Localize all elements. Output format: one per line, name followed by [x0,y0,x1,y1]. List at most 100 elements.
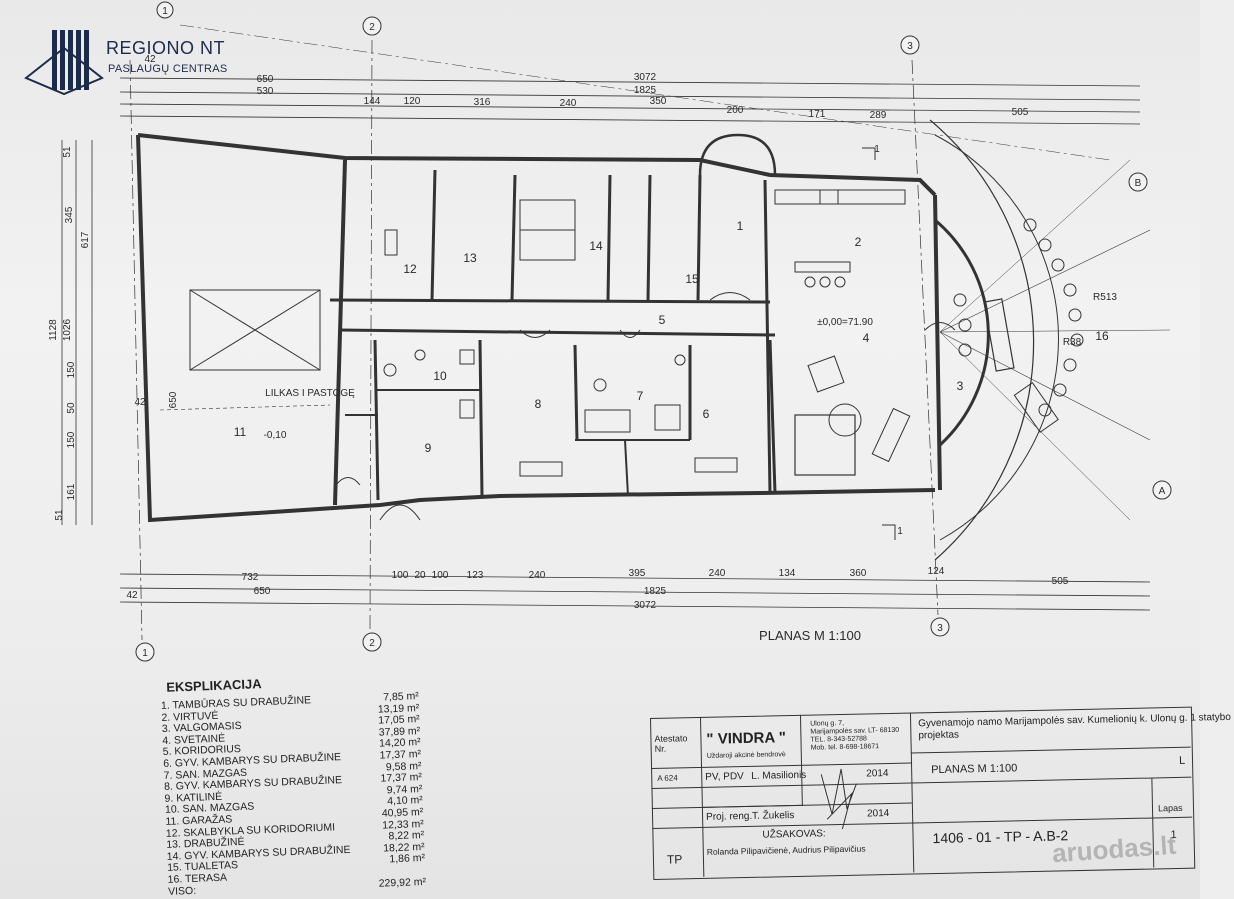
room-number: 16 [1095,329,1109,343]
company-logo [24,28,244,98]
room-number: 14 [589,239,603,253]
dim-bottom-650: 650 [254,586,271,597]
dim-top-seg: 289 [870,110,887,121]
room-number: 11 [234,425,247,439]
dim-top-42: 42 [144,54,156,65]
tb-proj: Proj. reng. [705,810,753,823]
axis-bubble-3-top [900,35,920,55]
radius-38: R38 [1063,337,1082,348]
title-block-cell [699,714,803,808]
dim-top-seg: 120 [404,96,421,107]
axis-bubble-3-bottom [930,617,950,637]
axis-label-1-top: 1 [162,6,168,17]
tb-addr: Mob. tel. 8-698-18671 [810,743,880,752]
axis-label-2-top: 2 [369,22,375,33]
dim-top-seg: 350 [650,96,667,107]
dim-top-650: 650 [257,74,274,85]
axis-label-1: 1 [142,648,148,659]
tb-lapas: Lapas [1157,802,1183,814]
explication-total-label: VISO: [167,884,197,898]
dim-left: 42 [134,397,146,408]
dim-top-overall: 3072 [634,72,657,83]
dim-top-1825: 1825 [634,85,657,96]
dim-bottom-seg: 100 [432,570,449,581]
dim-left: 1026 [62,318,73,341]
level-garage: -0,10 [264,430,287,441]
tb-name1: L. Masilionis [751,769,807,782]
dim-top-seg: 144 [364,96,381,107]
room-number: 1 [737,219,744,233]
dim-bottom-1825: 1825 [644,586,667,597]
tb-code: 1406 - 01 - TP - A.B-2 [932,827,1069,847]
axis-bubble-b [1128,172,1148,192]
explication-room-name: 16. TERASA [167,871,228,886]
dim-bottom-seg: 395 [629,568,646,579]
dim-bottom-seg: 124 [928,566,945,577]
dim-bottom-732: 732 [242,572,259,583]
dim-bottom-seg: 134 [779,568,796,579]
dim-top-530: 530 [257,86,274,97]
dim-left: 650 [168,391,179,408]
tb-sheet-title: PLANAS M 1:100 [931,762,1018,777]
dim-left: 51 [54,509,65,521]
dim-left: 345 [64,206,75,223]
axis-label-2: 2 [369,638,375,649]
dim-bottom-seg: 240 [709,568,726,579]
room-number: 13 [463,251,477,265]
dim-bottom-seg: 20 [414,570,426,581]
axis-label-a: A [1159,486,1166,497]
axis-bubble-1-bottom [135,642,155,662]
axis-label-3-top: 3 [907,41,913,52]
dim-left: 617 [80,231,91,248]
dim-left: 150 [66,431,77,448]
room-number: 9 [425,441,432,455]
tb-addr: Ulonų g. 7, [810,719,845,728]
drawing-sheet [0,0,1200,899]
dim-bottom-seg: 123 [467,570,484,581]
signature-scribble [820,768,857,830]
room-number: 8 [535,397,542,411]
section-mark: 1 [874,144,880,155]
dim-left: 150 [66,361,77,378]
dim-top-seg: 200 [727,105,744,116]
room-number: 5 [659,313,666,327]
logo-building-icon [24,30,104,96]
tb-a624: A 624 [657,773,678,783]
tb-tp: TP [666,852,683,867]
room-number: 4 [863,331,870,345]
dim-top-seg: 505 [1012,107,1029,118]
dim-top-seg: 171 [809,109,826,120]
dim-bottom-seg: 360 [850,568,867,579]
room-number: 10 [433,369,447,383]
tb-l: L [1178,754,1186,767]
axis-bubble-a [1152,480,1172,500]
dim-top-seg: 316 [474,97,491,108]
axis-bubble-1-top [156,1,174,19]
tb-pv: PV, PDV [705,771,744,783]
axis-label-3: 3 [937,623,943,634]
dim-left: 50 [66,402,77,414]
room-number: 15 [685,272,699,286]
floor-plan-drawing: 1 2 2 3 3 B A 1 3072 650 530 1825 144 12… [48,1,1172,662]
lift-note: LILKAS I PASTOGĘ [265,388,355,399]
tb-company: " VINDRA " [706,729,787,748]
room-number: 3 [957,379,964,393]
plan-title: PLANAS M 1:100 [759,628,861,643]
axis-label-b: B [1135,178,1142,189]
dim-bottom-seg: 505 [1052,576,1069,587]
room-number: 12 [403,262,417,276]
title-block: Atestato Nr. " VINDRA " Uždaroji akcinė … [650,706,1231,893]
section-mark: 1 [897,526,903,537]
dim-left: 1128 [48,319,59,341]
dim-left: 161 [66,483,77,500]
radius-513: R513 [1093,292,1117,303]
logo-title: REGIONO NT [106,38,226,58]
tb-addr: TEL. 8-343-52788 [810,735,867,744]
room-number: 2 [855,235,862,249]
tb-atestato: Atestato Nr. [654,733,688,754]
dim-bottom-42: 42 [126,590,138,601]
room-number: 7 [637,389,644,403]
dim-left: 51 [62,146,73,158]
